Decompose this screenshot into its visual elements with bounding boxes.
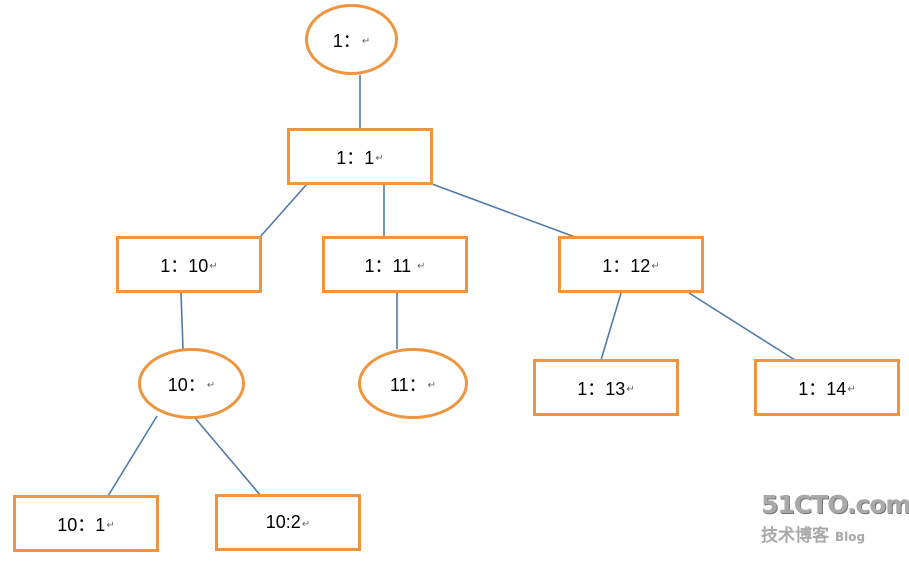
watermark-subtitle: 技术博客 Blog (761, 521, 891, 546)
return-mark: ↵ (417, 261, 426, 272)
node-label: 10： (167, 374, 206, 395)
return-mark: ↵ (301, 519, 311, 530)
tree-node-1-14: 1：14↵ (754, 359, 900, 416)
node-label: 10：1 (57, 514, 106, 535)
edge-1-1-to-1-10 (259, 183, 308, 238)
tree-node-10-2: 10:2↵ (215, 494, 361, 551)
node-label: 1：13 (577, 378, 626, 399)
node-label: 1：10 (160, 255, 209, 276)
node-label: 1：1 (336, 147, 375, 168)
edge-1-12-to-1-14 (688, 292, 796, 361)
edge-10-to-10-1 (107, 415, 158, 497)
edge-10-to-10-2 (194, 417, 262, 497)
return-mark: ↵ (209, 261, 218, 272)
watermark-subtitle-text: 技术博客 (761, 526, 829, 546)
edge-1-12-to-1-13 (600, 292, 622, 361)
node-label: 1：11 (364, 255, 417, 276)
node-label: 11： (389, 374, 427, 395)
edge-1-1-to-1-12 (431, 183, 576, 238)
edge-1-10-to-10 (180, 292, 184, 350)
node-label: 1： (332, 30, 361, 51)
tree-node-1-11: 1：11 ↵ (322, 236, 468, 293)
tree-node-1-13: 1：13↵ (533, 359, 679, 416)
tree-node-root: 1：↵ (305, 4, 398, 75)
return-mark: ↵ (375, 153, 384, 164)
tree-node-11: 11：↵ (358, 348, 468, 419)
watermark-tag: Blog (835, 530, 866, 544)
return-mark: ↵ (626, 384, 635, 395)
tree-node-1-10: 1：10↵ (116, 236, 262, 293)
node-label: 10:2 (265, 512, 301, 532)
return-mark: ↵ (206, 380, 216, 391)
tree-node-10: 10：↵ (138, 348, 245, 419)
watermark-logo: 51CTO.com 技术博客 Blog (761, 490, 909, 548)
tree-node-1-1: 1：1↵ (287, 128, 433, 185)
tree-node-1-12: 1：12↵ (558, 236, 704, 293)
return-mark: ↵ (651, 261, 660, 272)
watermark-brand: 51CTO.com (761, 490, 909, 519)
return-mark: ↵ (847, 384, 856, 395)
return-mark: ↵ (427, 380, 437, 391)
node-label: 1：12 (602, 255, 651, 276)
return-mark: ↵ (106, 520, 115, 531)
node-label: 1：14 (798, 378, 847, 399)
return-mark: ↵ (361, 36, 371, 47)
tree-node-10-1: 10：1↵ (13, 495, 159, 552)
